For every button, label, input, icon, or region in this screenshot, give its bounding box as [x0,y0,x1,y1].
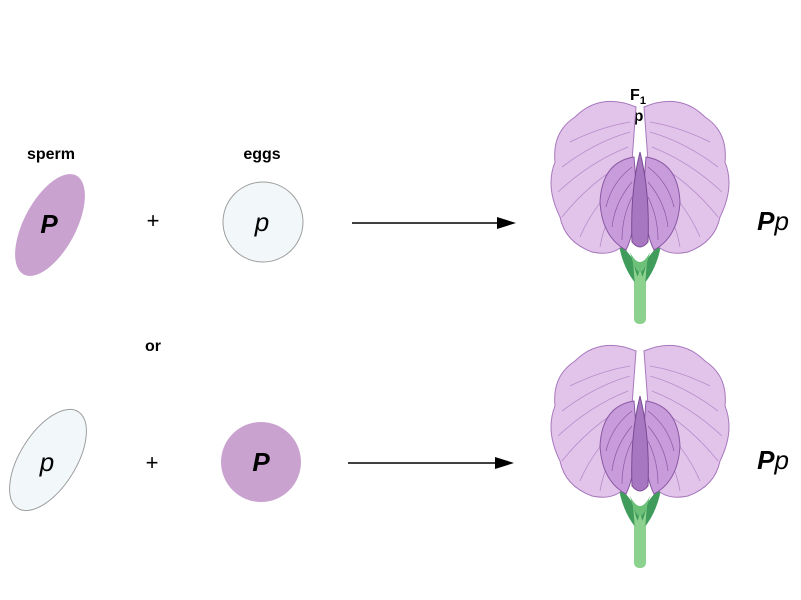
offspring-genotype: Pp [757,206,789,236]
f1-flower [550,100,730,325]
f1-flower [550,344,730,569]
cross-row-2: p + P Pp [9,344,789,569]
sperm-allele: p [39,447,54,477]
f1-label: F1 [630,87,646,107]
genotype-recessive: p [773,445,788,475]
sperm-cell-recessive [9,408,87,512]
plus-sign: + [146,450,159,475]
f1-subscript: 1 [640,95,646,107]
or-label: or [145,338,161,355]
genotype-dominant: P [757,206,775,236]
arrow [352,217,516,229]
arrow [348,457,514,469]
sperm-allele: P [40,209,58,239]
genotype-dominant: P [757,445,775,475]
egg-allele: p [254,207,269,237]
egg-cell-dominant [221,422,301,502]
egg-cell-recessive [222,181,304,263]
f1-letter: F [630,87,640,104]
plus-sign: + [147,208,160,233]
eggs-label: eggs [243,146,280,163]
offspring-genotype: Pp [757,445,789,475]
cross-row-1: P + p Pp [15,100,789,325]
sperm-cell-dominant [15,174,85,276]
genotype-recessive: p [773,206,788,236]
egg-allele: P [252,447,270,477]
sperm-label: sperm [27,146,75,163]
